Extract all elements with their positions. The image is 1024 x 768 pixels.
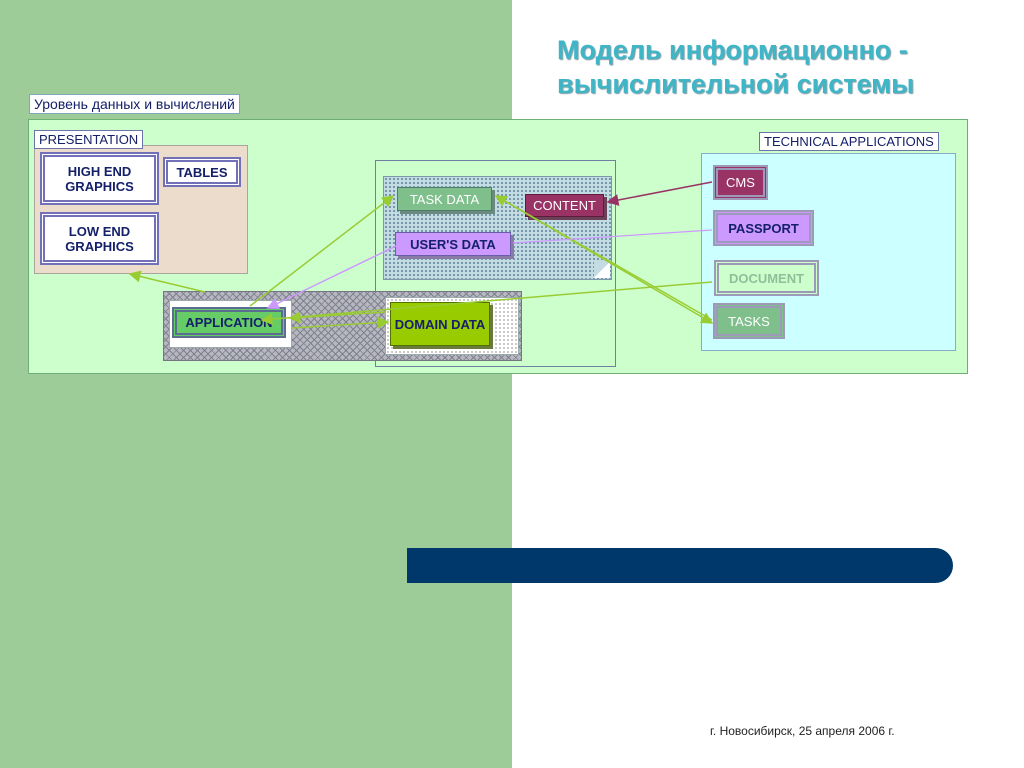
technical-applications-label: TECHNICAL APPLICATIONS <box>759 132 939 151</box>
title-line-1: Модель информационно - <box>557 35 908 65</box>
passport-node: PASSPORT <box>713 210 814 246</box>
presentation-label: PRESENTATION <box>34 130 144 149</box>
level-label: Уровень данных и вычислений <box>29 94 240 114</box>
document-node: DOCUMENT <box>714 260 819 296</box>
cms-node: CMS <box>713 165 768 200</box>
task-data-node: TASK DATA <box>397 187 492 211</box>
left-green-panel <box>0 0 512 768</box>
accent-bar <box>407 548 953 583</box>
title-line-2: вычислительной системы <box>557 69 915 99</box>
low-end-graphics-node: LOW END GRAPHICS <box>40 212 159 265</box>
domain-data-node: DOMAIN DATA <box>390 302 490 346</box>
data-store-corner-fold <box>594 262 610 278</box>
high-end-graphics-node: HIGH END GRAPHICS <box>40 152 159 205</box>
tasks-node: TASKS <box>713 303 785 339</box>
tables-node: TABLES <box>163 157 241 187</box>
application-node: APPLICATION <box>172 307 286 338</box>
slide-title: Модель информационно - вычислительной си… <box>557 33 997 101</box>
content-node: CONTENT <box>525 194 604 217</box>
users-data-node: USER'S DATA <box>395 232 511 256</box>
slide-footer: г. Новосибирск, 25 апреля 2006 г. <box>710 724 895 738</box>
